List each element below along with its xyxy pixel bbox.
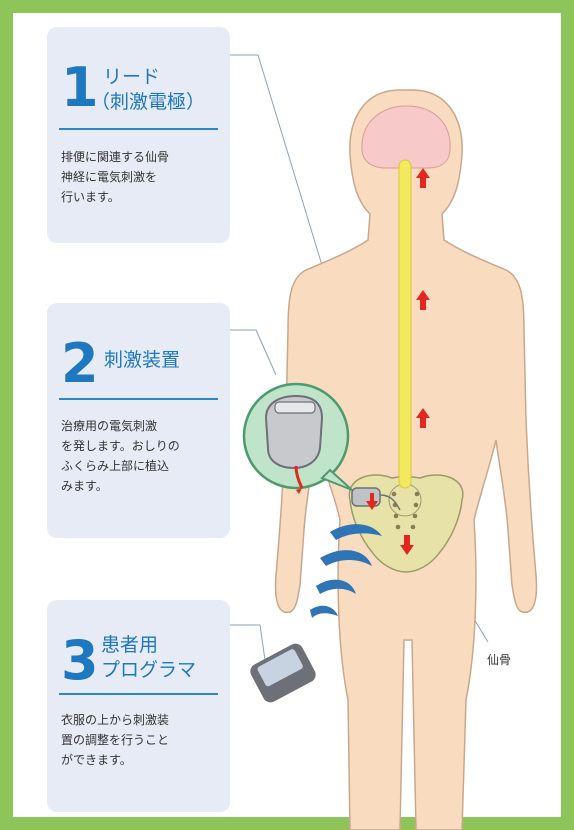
leader-line-programmer [230,625,265,660]
stimulator-header [275,402,315,413]
spinal-cord [399,160,411,488]
leader-line-stimulator [230,330,276,375]
sacrum-label: 仙骨 [487,651,511,668]
programmer-device [248,641,319,705]
